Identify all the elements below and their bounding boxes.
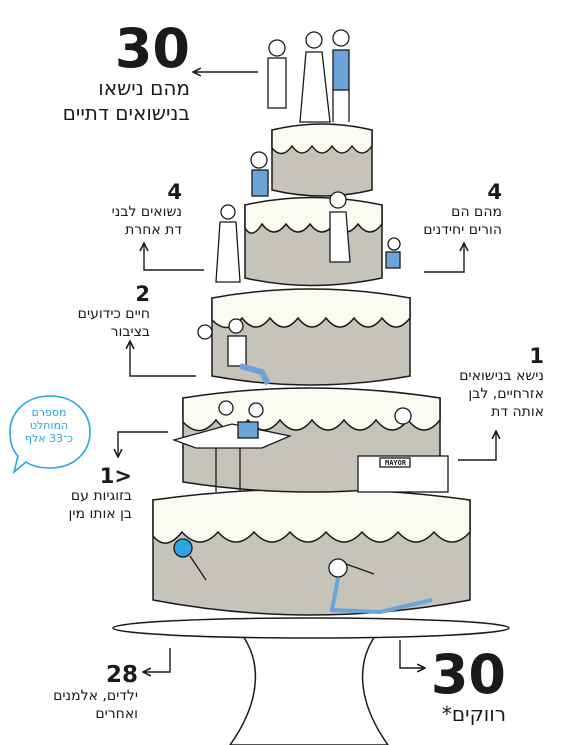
bubble-line-2: המוחלט — [29, 419, 69, 432]
tier-5-figures — [173, 538, 433, 615]
text-other-religion-2: דת אחרת — [125, 222, 182, 238]
cake-tier-5 — [152, 488, 471, 616]
arrow-civil — [458, 432, 496, 461]
arrow-other-religion — [144, 244, 204, 271]
text-public-life-1: חיים כידועים — [77, 306, 150, 322]
label-other-religion: 4 נשואים לבני דת אחרת — [82, 182, 182, 239]
cake-tier-2 — [244, 196, 383, 287]
mayor-sign: MAYOR — [385, 459, 407, 467]
text-same-sex-1: בזוגיות עם — [70, 488, 132, 504]
text-singles: רווקים* — [441, 702, 506, 726]
label-same-sex: <1 בזוגיות עם בן אותו מין — [30, 466, 132, 523]
arrow-singles — [399, 640, 424, 668]
label-public-life: 2 חיים כידועים בציבור — [50, 284, 150, 341]
text-public-life-2: בציבור — [110, 324, 150, 340]
cake-tier-1 — [271, 123, 373, 197]
text-civil-marriage-3: אותה דת — [491, 404, 544, 420]
arrow-same-sex — [118, 431, 168, 456]
text-other-religion-1: נשואים לבני — [111, 204, 182, 220]
value-public-life: 2 — [135, 282, 150, 306]
label-singles: 30 רווקים* — [414, 648, 506, 727]
label-civil-marriage: 1 נישא בנישואים אזרחיים, לבן אותה דת — [432, 346, 544, 421]
text-single-parents-1: מהם הם — [451, 204, 502, 220]
speech-bubble-text: מספרם המוחלט כ־33 אלף — [12, 406, 86, 445]
text-widows-2: ואחרים — [95, 706, 138, 722]
text-same-sex-2: בן אותו מין — [68, 506, 132, 522]
text-single-parents-2: הורים יחידנים — [423, 222, 502, 238]
bubble-line-3: כ־33 אלף — [25, 432, 73, 445]
value-religious-marriage: 30 — [114, 17, 190, 80]
arrow-only-children — [424, 244, 464, 273]
tier-3-figures — [197, 318, 271, 386]
cake-stand — [112, 617, 510, 745]
text-religious-marriage-1: מהם נישאו — [98, 76, 190, 100]
value-single-parents: 4 — [487, 180, 502, 204]
cake-tier-3 — [211, 288, 411, 386]
speech-bubble — [9, 395, 91, 475]
value-other-religion: 4 — [167, 180, 182, 204]
leader-arrows — [118, 72, 496, 672]
value-civil-marriage: 1 — [529, 344, 544, 368]
tier-4-figures — [171, 400, 449, 493]
text-widows-1: ילדים, אלמנים — [53, 688, 138, 704]
tier-2-figures — [215, 151, 401, 283]
bride-and-groom-figures — [267, 29, 350, 123]
arrow-widows — [144, 648, 171, 672]
arrow-public-life — [130, 342, 196, 377]
label-religious-marriage: 30 מהם נישאו בנישואים דתיים — [40, 22, 190, 126]
value-same-sex: <1 — [99, 464, 132, 488]
label-widows: 28 ילדים, אלמנים ואחרים — [18, 664, 138, 723]
value-widows: 28 — [105, 662, 138, 688]
bubble-line-1: מספרם — [31, 406, 67, 419]
text-civil-marriage-1: נישא בנישואים — [459, 368, 544, 384]
value-singles: 30 — [430, 643, 506, 706]
text-religious-marriage-2: בנישואים דתיים — [62, 101, 190, 125]
label-single-parents: 4 מהם הם הורים יחידנים — [402, 182, 502, 239]
text-civil-marriage-2: אזרחיים, לבן — [468, 386, 544, 402]
